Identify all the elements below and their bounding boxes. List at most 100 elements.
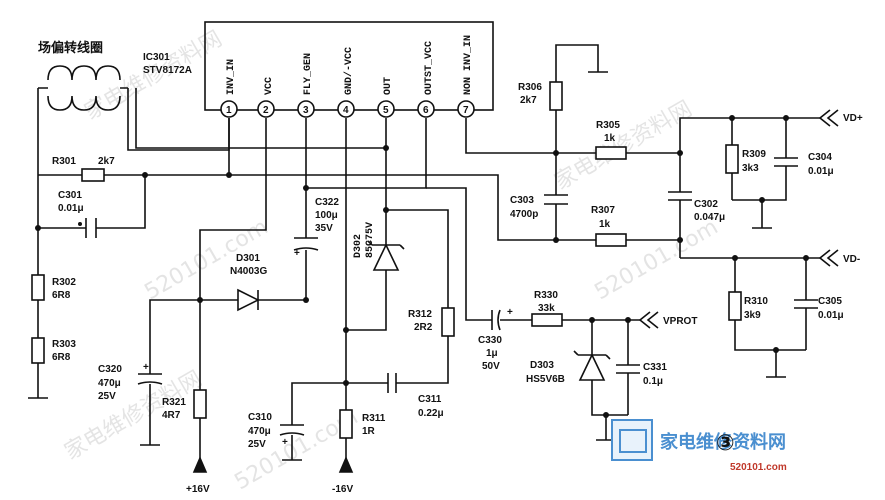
svg-text:+: + (282, 437, 288, 448)
c330: + C330 1μ 50V (478, 307, 513, 372)
ic-pin-6: OUTST_VCC 6 (417, 41, 435, 118)
svg-text:1k: 1k (599, 219, 611, 230)
logo-text: 家电维修资料网 (660, 431, 786, 453)
svg-text:0.01μ: 0.01μ (818, 310, 844, 321)
ic-ref: IC301 (143, 52, 170, 63)
vprot-terminal: VPROT (638, 311, 697, 329)
svg-text:C303: C303 (510, 195, 534, 206)
svg-text:3k3: 3k3 (742, 163, 759, 174)
vprot-feed-wire (426, 187, 492, 321)
svg-text:33k: 33k (538, 303, 555, 314)
c331: C331 0.1μ (616, 317, 667, 415)
svg-text:4R7: 4R7 (162, 410, 181, 421)
r321: R321 4R7 (162, 300, 207, 462)
svg-text:+: + (143, 362, 149, 373)
svg-text:D302: D302 (353, 234, 364, 258)
svg-text:C304: C304 (808, 152, 832, 163)
d302: D302 85C75V (346, 207, 405, 331)
pin5-wire (135, 88, 387, 210)
svg-text:35V: 35V (315, 223, 333, 234)
svg-text:2k7: 2k7 (520, 95, 537, 106)
page-number: ③ (716, 431, 735, 456)
svg-text:R312: R312 (408, 309, 432, 320)
ic-pin-4: GND/-VCC 4 (337, 47, 355, 118)
ic-pin-7: NON INV_IN 7 (457, 35, 475, 118)
svg-text:470μ: 470μ (98, 378, 121, 389)
ic-pin-5: OUT 5 (377, 77, 395, 118)
c322: + C322 100μ 35V (293, 118, 339, 303)
svg-text:0.1μ: 0.1μ (643, 376, 663, 387)
svg-text:0.01μ: 0.01μ (58, 203, 84, 214)
svg-text:2R2: 2R2 (414, 322, 433, 333)
svg-text:C301: C301 (58, 190, 82, 201)
svg-text:R310: R310 (744, 296, 768, 307)
svg-text:25V: 25V (248, 439, 266, 450)
svg-text:R309: R309 (742, 149, 766, 160)
svg-text:1R: 1R (362, 426, 376, 437)
r312: R312 2R2 (306, 118, 455, 384)
svg-text:HS5V6B: HS5V6B (526, 374, 565, 385)
svg-text:C330: C330 (478, 335, 502, 346)
svg-text:VD-: VD- (843, 254, 860, 265)
site-logo: 家电维修资料网 520101.com (611, 419, 787, 473)
pin-name: NON INV_IN (463, 35, 474, 95)
r305: R305 1k (556, 120, 680, 160)
svg-text:50V: 50V (482, 361, 500, 372)
svg-text:R330: R330 (534, 290, 558, 301)
svg-text:C310: C310 (248, 412, 272, 423)
svg-text:3k9: 3k9 (744, 310, 761, 321)
svg-text:R311: R311 (362, 413, 386, 424)
svg-text:D303: D303 (530, 360, 554, 371)
svg-text:R305: R305 (596, 120, 620, 131)
c302: C302 0.047μ (668, 150, 725, 258)
c305: C305 0.01μ (766, 255, 844, 378)
svg-text:VPROT: VPROT (663, 316, 697, 327)
svg-text:C320: C320 (98, 364, 122, 375)
pin-number: 5 (383, 105, 389, 116)
svg-text:VD+: VD+ (843, 113, 863, 124)
vd-minus-terminal: VD- (818, 249, 860, 267)
watermark-text: 家电维修资料网 (61, 367, 207, 466)
svg-text:-16V: -16V (332, 484, 353, 495)
c310: + C310 470μ 25V (248, 382, 346, 461)
svg-text:D301: D301 (236, 253, 260, 264)
vd-plus-terminal: VD+ (818, 109, 863, 127)
svg-text:470μ: 470μ (248, 426, 271, 437)
r306: R306 2k7 (518, 44, 608, 153)
pin-name: GND/-VCC (343, 47, 355, 95)
c301: C301 0.01μ (35, 172, 148, 238)
c304: C304 0.01μ (732, 115, 834, 229)
svg-text:6R8: 6R8 (52, 290, 71, 301)
c320: + C320 470μ 25V (98, 299, 200, 446)
coil-label: 场偏转线圈 (38, 40, 103, 56)
ic-pin-1: INV_IN 1 (220, 59, 238, 118)
pin-number: 6 (423, 105, 429, 116)
svg-text:+: + (294, 248, 300, 259)
pin-number: 1 (226, 105, 232, 116)
svg-text:2k7: 2k7 (98, 156, 115, 167)
svg-text:100μ: 100μ (315, 210, 338, 221)
svg-text:+16V: +16V (186, 484, 210, 495)
svg-text:+: + (507, 307, 513, 318)
pin-number: 2 (263, 105, 269, 116)
svg-text:1k: 1k (604, 133, 616, 144)
svg-text:1μ: 1μ (486, 348, 498, 359)
svg-text:4700p: 4700p (510, 209, 538, 220)
ic301: IC301 STV8172A INV_IN 1 VCC 2 FLY_GEN 3 … (143, 21, 494, 118)
ic-part: STV8172A (143, 65, 192, 76)
r301: R301 2k7 (38, 156, 145, 182)
c303: C303 4700p (510, 153, 568, 243)
svg-text:R307: R307 (591, 205, 615, 216)
pos-16v-input: +16V (186, 455, 210, 495)
svg-text:R303: R303 (52, 339, 76, 350)
pin-name: INV_IN (226, 59, 237, 95)
pin-name: OUT (383, 77, 394, 95)
svg-text:C305: C305 (818, 296, 842, 307)
svg-text:C302: C302 (694, 199, 718, 210)
pin7-wire (465, 118, 556, 154)
r309: R309 3k3 (725, 115, 766, 200)
svg-text:C311: C311 (418, 394, 442, 405)
pin-name: FLY_GEN (303, 53, 314, 95)
deflection-coil: 场偏转线圈 (37, 40, 230, 175)
r303: R303 6R8 (28, 337, 76, 399)
